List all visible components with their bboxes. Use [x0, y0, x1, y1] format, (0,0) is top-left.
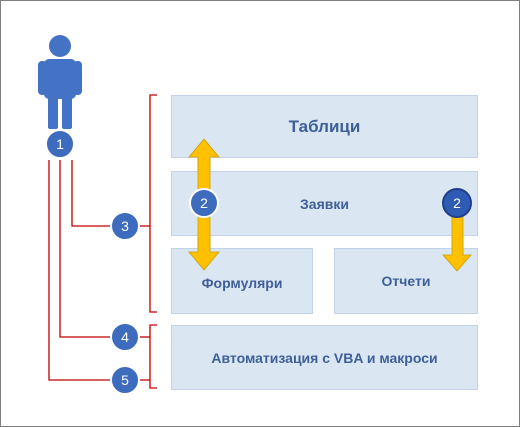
person-icon — [38, 35, 82, 129]
badge-flow-right: 2 — [442, 188, 472, 218]
connector-lines — [48, 94, 157, 389]
connector-user-to-5 — [48, 160, 112, 381]
box-queries: Заявки — [171, 171, 478, 236]
badge-flow-left: 2 — [189, 188, 219, 218]
box-forms-label: Формуляри — [201, 275, 283, 291]
connector-user-to-4 — [59, 160, 112, 338]
box-tables: Таблици — [171, 95, 478, 158]
box-reports: Отчети — [334, 248, 478, 314]
box-reports-label: Отчети — [381, 273, 431, 289]
box-vba: Автоматизация с VBA и макроси — [171, 325, 478, 390]
badge-bracket-vba-b: 5 — [110, 365, 140, 395]
bracket-3 — [149, 94, 157, 313]
connector-user-to-3 — [71, 160, 112, 227]
box-forms: Формуляри — [171, 248, 313, 314]
box-vba-label: Автоматизация с VBA и макроси — [211, 349, 438, 366]
badge-user: 1 — [45, 129, 75, 159]
box-tables-label: Таблици — [288, 116, 361, 136]
badge-bracket-vba-a: 4 — [110, 322, 140, 352]
box-queries-label: Заявки — [300, 195, 349, 212]
bracket-4-5 — [149, 324, 157, 389]
badge-bracket-main: 3 — [110, 211, 140, 241]
